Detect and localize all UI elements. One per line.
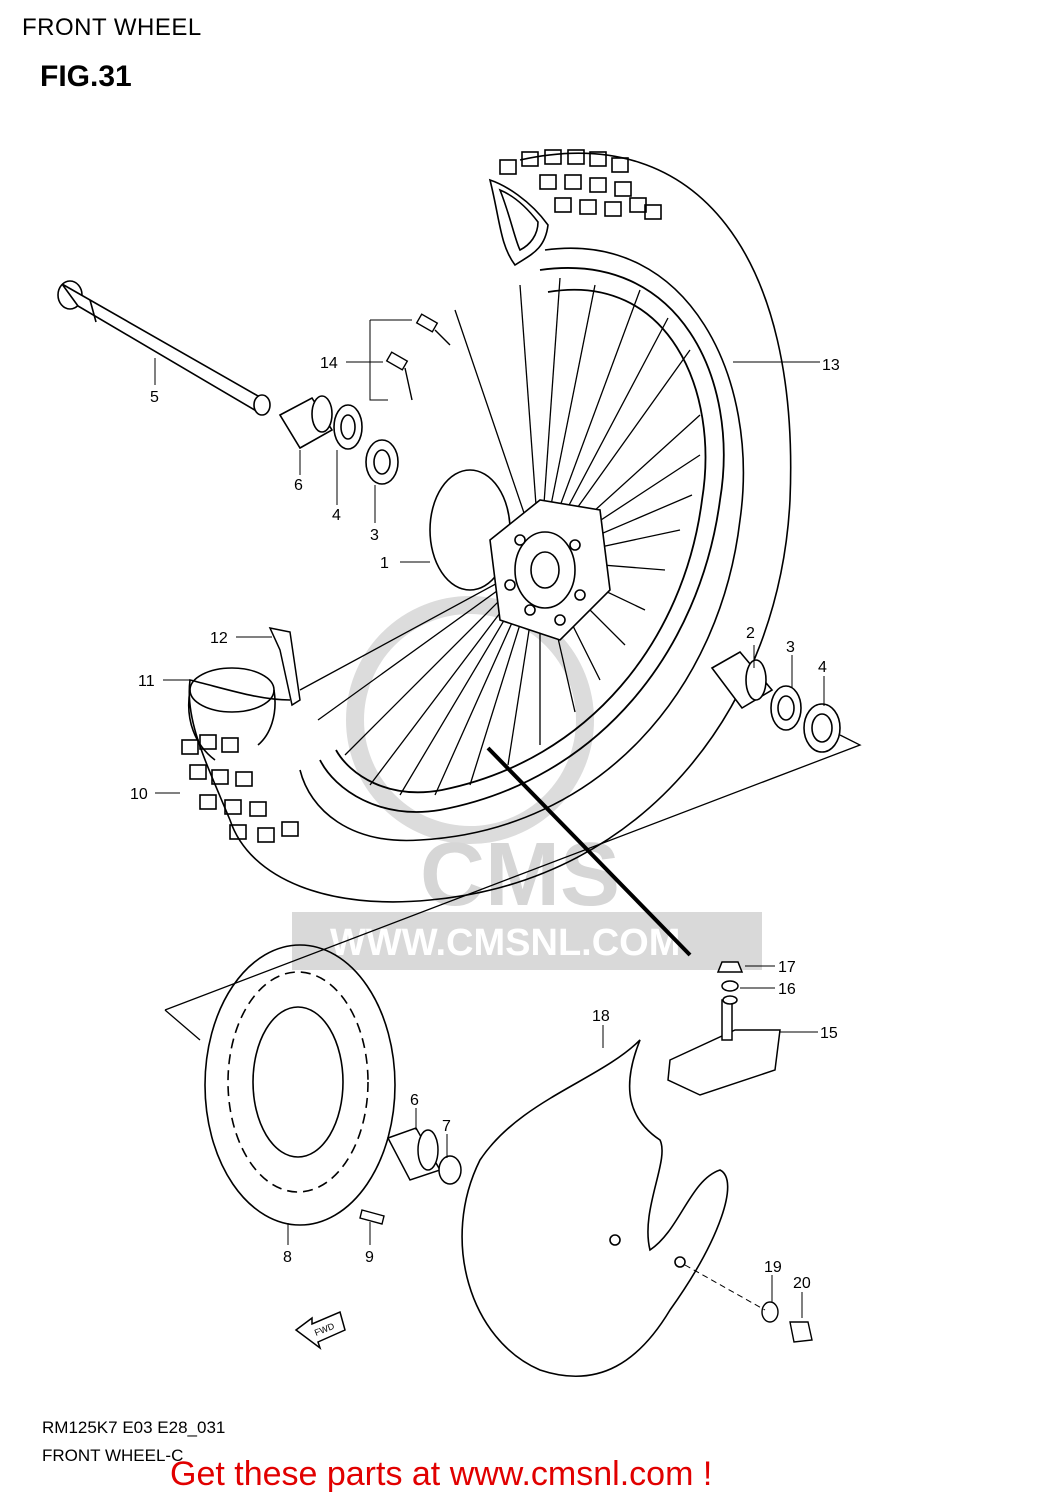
callout-2: 2 xyxy=(746,625,755,642)
forward-arrow-icon: FWD xyxy=(294,1310,346,1351)
rim-tape xyxy=(268,626,301,707)
callout-20: 20 xyxy=(793,1275,811,1292)
callout-5: 5 xyxy=(150,389,159,406)
callout-7: 7 xyxy=(442,1118,451,1135)
callout-9: 9 xyxy=(365,1249,374,1266)
figure-number: FIG.31 xyxy=(40,60,132,93)
callout-4: 4 xyxy=(332,507,341,524)
callout-3: 3 xyxy=(370,527,379,544)
order-parts-link[interactable]: Get these parts at www.cmsnl.com ! xyxy=(170,1455,713,1493)
guard-fasteners xyxy=(761,1301,813,1343)
watermark-url-band xyxy=(292,912,762,970)
brake-disc xyxy=(204,944,396,1226)
callout-19: 19 xyxy=(764,1259,782,1276)
disc-bolt xyxy=(359,1209,385,1225)
disc-side-parts xyxy=(386,1127,462,1185)
model-code: RM125K7 E03 E28_031 xyxy=(42,1418,226,1437)
disc-guard xyxy=(461,1039,729,1378)
callout-4b: 4 xyxy=(818,659,827,676)
rim xyxy=(319,267,725,813)
callout-1: 1 xyxy=(380,555,389,572)
figure-caption: FRONT WHEEL-C xyxy=(42,1446,184,1465)
callout-8: 8 xyxy=(283,1249,292,1266)
callout-15: 15 xyxy=(820,1025,838,1042)
front-axle xyxy=(57,280,271,416)
right-side-parts xyxy=(710,650,841,753)
callout-14: 14 xyxy=(320,355,338,372)
callout-labels: 5 6 4 3 1 14 13 12 11 10 2 3 4 17 16 15 … xyxy=(130,355,840,1292)
callout-10: 10 xyxy=(130,786,148,803)
cms-watermark: CMS WWW.CMSNL.COM xyxy=(292,596,762,970)
tire xyxy=(181,149,792,903)
rim-lock xyxy=(667,961,781,1096)
callout-6: 6 xyxy=(294,477,303,494)
tread-knobs-top xyxy=(499,149,662,220)
tread-knobs-bottom xyxy=(181,734,299,843)
left-side-parts xyxy=(278,395,399,485)
callout-12: 12 xyxy=(210,630,228,647)
hub xyxy=(429,469,611,641)
callout-3b: 3 xyxy=(786,639,795,656)
callout-6b: 6 xyxy=(410,1092,419,1109)
section-lines xyxy=(164,734,862,1041)
leader-lines xyxy=(154,319,825,1318)
callout-16: 16 xyxy=(778,981,796,998)
callout-11: 11 xyxy=(138,673,155,690)
watermark-url: WWW.CMSNL.COM xyxy=(330,922,680,964)
inner-tube xyxy=(187,667,276,761)
spoke-nipples xyxy=(385,313,451,401)
callout-18: 18 xyxy=(592,1008,610,1025)
callout-17: 17 xyxy=(778,959,796,976)
callout-13: 13 xyxy=(822,357,840,374)
section-title: FRONT WHEEL xyxy=(22,14,202,41)
